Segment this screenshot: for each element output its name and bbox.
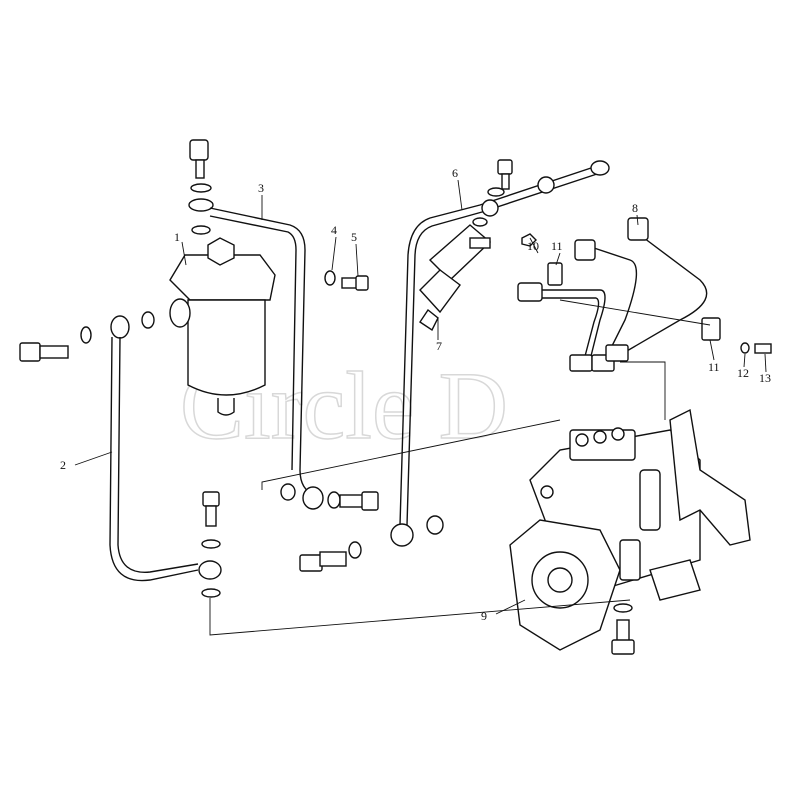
callout-6: 6 (452, 166, 458, 180)
callout-11b: 11 (708, 360, 720, 374)
fuel-pipe-2 (109, 336, 199, 582)
callout-12: 12 (737, 366, 749, 380)
callout-8: 8 (632, 201, 638, 215)
banjo-bolt-left (19, 311, 155, 362)
callout-5: 5 (351, 230, 357, 244)
callout-3: 3 (258, 181, 264, 195)
callout-11a: 11 (551, 239, 563, 253)
callout-4: 4 (331, 223, 337, 237)
leader-lines (74, 179, 767, 636)
injector (419, 224, 492, 332)
callout-1: 1 (174, 230, 180, 244)
washer-bolt-4-5 (324, 270, 369, 291)
return-pipe-6 (399, 164, 601, 526)
injection-pump (509, 408, 751, 655)
banjo-bolt-lower (198, 491, 222, 598)
callout-13: 13 (759, 371, 771, 385)
banjo-bolt-mid (280, 483, 379, 511)
callout-10: 10 (527, 239, 539, 253)
callout-7: 7 (436, 339, 442, 353)
fuel-filter (169, 139, 276, 416)
callout-9: 9 (481, 609, 487, 623)
callout-2: 2 (60, 458, 66, 472)
